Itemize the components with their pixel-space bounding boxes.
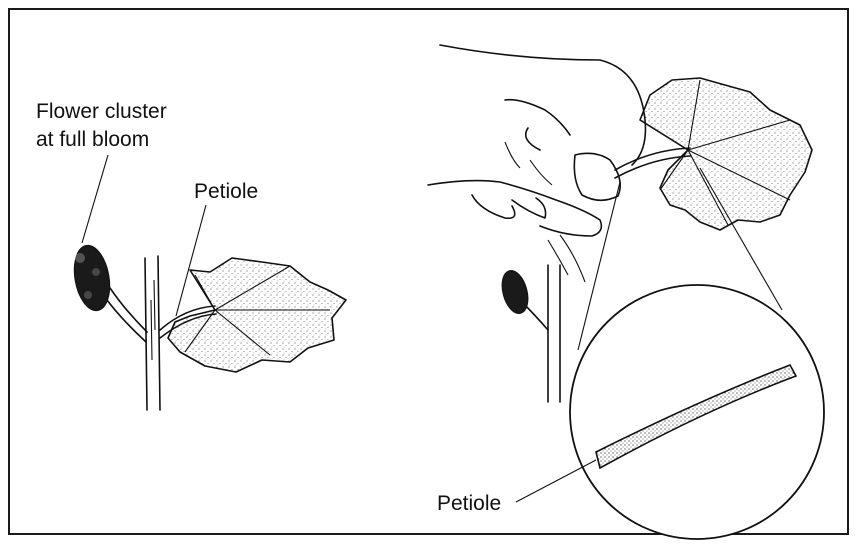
cane-right-edge [158, 256, 160, 410]
right-vine [498, 265, 560, 402]
left-leaf [168, 258, 346, 372]
petiole-bottom-leader-line [516, 460, 596, 502]
flower-leader-line [82, 155, 108, 243]
flower-cluster-label-line2: at full bloom [36, 128, 149, 151]
petiole-label-bottom: Petiole [437, 492, 501, 515]
right-flower-cluster [498, 268, 533, 317]
left-vine [70, 243, 346, 410]
hand [428, 45, 645, 282]
flower-cluster-label-line1: Flower cluster [36, 100, 167, 123]
cane-left-edge [145, 258, 147, 410]
petiole-label-left: Petiole [194, 180, 258, 203]
held-leaf [640, 78, 812, 230]
flower-cluster [70, 243, 115, 314]
petiole-leader-line [176, 205, 206, 316]
